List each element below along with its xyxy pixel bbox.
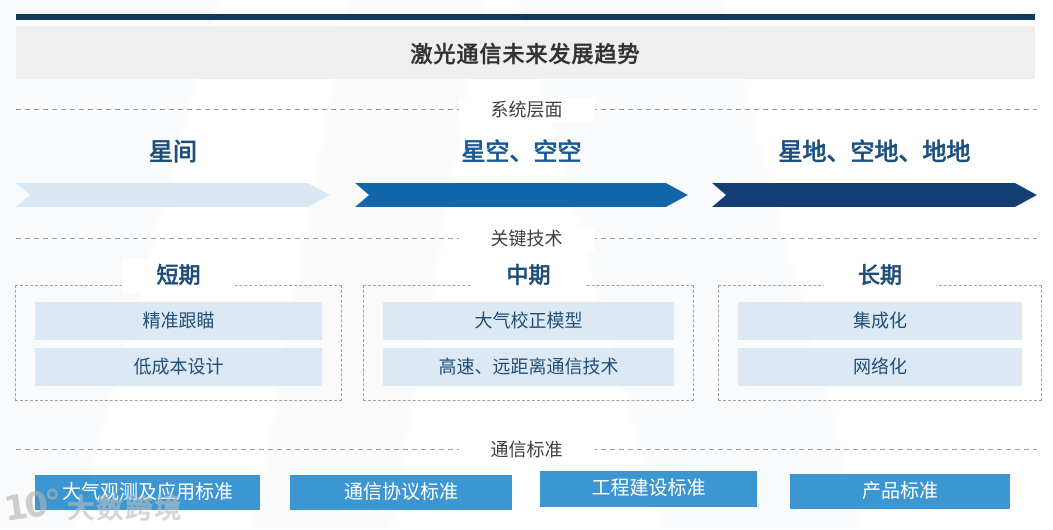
standard-engineering-construction: 工程建设标准 [540,471,757,507]
tech-column-header: 长期 [823,259,936,293]
tech-item: 高速、远距离通信技术 [383,348,674,386]
tech-item: 集成化 [738,302,1022,340]
section-label-system: 系统层面 [458,98,595,122]
watermark-text: 大数跨境 [67,493,184,524]
watermark: 10° 大数跨境 [1,482,184,529]
page-title: 激光通信未来发展趋势 [410,41,641,67]
tech-column-header: 中期 [472,259,585,293]
section-label-tech: 关键技术 [458,227,595,251]
tech-column-long-term: 长期 集成化 网络化 [718,259,1042,401]
top-accent-bar [16,14,1035,20]
system-item-satellite-air: 星空、空空 [461,139,582,166]
chevron-arrow-light [16,183,330,207]
tech-item: 低成本设计 [35,348,322,386]
tech-column-short-term: 短期 精准跟瞄 低成本设计 [15,259,342,401]
system-item-satellite-ground: 星地、空地、地地 [778,139,971,166]
tech-item: 精准跟瞄 [35,302,322,340]
standard-atmospheric-observation: 大气观测及应用标准 [35,475,260,510]
standard-product: 产品标准 [790,474,1010,509]
section-divider-standards: 通信标准 [16,438,1037,462]
tech-item: 大气校正模型 [383,302,674,340]
section-label-standards: 通信标准 [458,438,595,462]
section-divider-system: 系统层面 [16,98,1037,122]
standard-communication-protocol: 通信协议标准 [290,475,512,510]
title-bar: 激光通信未来发展趋势 [16,26,1035,79]
chevron-arrow-medium [355,183,688,207]
tech-column-header: 短期 [122,259,235,293]
tech-column-mid-term: 中期 大气校正模型 高速、远距离通信技术 [363,259,694,401]
section-divider-tech: 关键技术 [16,227,1037,251]
watermark-logo-icon: 10° [1,482,62,530]
chevron-arrow-dark [712,183,1037,207]
system-item-intersatellite: 星间 [149,139,197,166]
tech-item: 网络化 [738,348,1022,386]
